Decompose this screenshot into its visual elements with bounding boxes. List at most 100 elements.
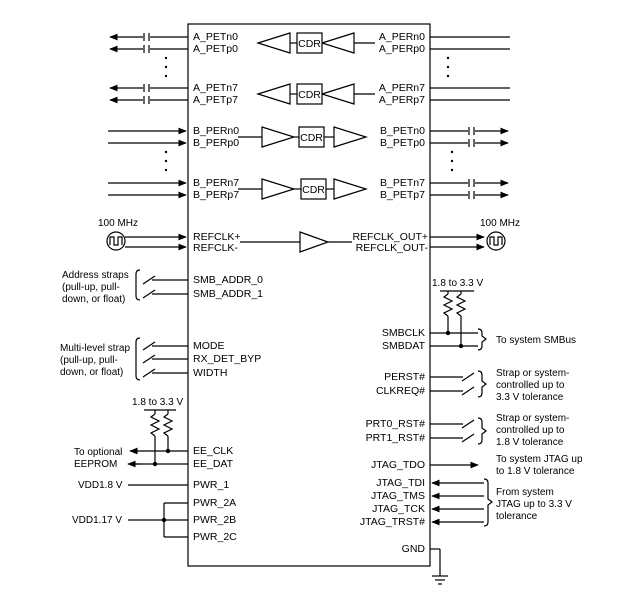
capacitor-icon	[143, 84, 150, 104]
pin-b-per-n7: B_PERn7	[193, 177, 239, 189]
pin-refclk-n: REFCLK-	[193, 242, 238, 254]
rst-tol-3: 1.8 V tolerance	[496, 437, 564, 448]
b-lane-7: CDR B_PERn7 B_PERp7 B_PETn7 B_PETp7	[108, 177, 509, 201]
vdd117-label: VDD1.17 V	[72, 515, 122, 526]
switch-icon	[142, 368, 156, 378]
pin-smb-addr-0: SMB_ADDR_0	[193, 274, 263, 286]
pin-perst: PERST#	[384, 371, 425, 383]
pin-width: WIDTH	[193, 367, 227, 379]
pin-b-pet-n7: B_PETn7	[380, 177, 425, 189]
a-lane-0: CDR A_PETn0 A_PETp0 A_PERn0 A_PERp0	[109, 31, 510, 55]
perst-tol-3: 3.3 V tolerance	[496, 392, 564, 403]
address-straps-label-2: (pull-up, pull-	[62, 282, 120, 293]
pin-rx-det-byp: RX_DET_BYP	[193, 353, 261, 365]
pin-a-per-n0: A_PERn0	[379, 31, 425, 43]
jtag-in-1: From system	[496, 487, 554, 498]
capacitor-icon	[468, 127, 475, 147]
pin-prt0-rst: PRT0_RST#	[366, 418, 425, 430]
smbus-interface: 1.8 to 3.3 V SMBCLK SMBDAT To system SMB…	[382, 278, 576, 352]
cdr-label: CDR	[300, 132, 323, 144]
pin-a-pet-n7: A_PETn7	[193, 82, 238, 94]
perst-tol-1: Strap or system-	[496, 368, 569, 379]
pin-smbclk: SMBCLK	[382, 327, 425, 339]
pin-b-pet-n0: B_PETn0	[380, 125, 425, 137]
pin-jtag-tdi: JTAG_TDI	[376, 477, 425, 489]
refclk-section: 100 MHz REFCLK+ REFCLK- REFCLK_OUT+ REFC…	[98, 218, 520, 254]
pin-refclk-p: REFCLK+	[193, 231, 241, 243]
pin-pwr-1: PWR_1	[193, 479, 229, 491]
switch-icon	[142, 341, 156, 351]
address-straps: Address straps (pull-up, pull- down, or …	[62, 269, 263, 305]
pin-refclk-out-n: REFCLK_OUT-	[356, 242, 429, 254]
smbus-label: To system SMBus	[496, 335, 576, 346]
eeprom-label-2: EEPROM	[74, 459, 117, 470]
switch-icon	[142, 275, 156, 285]
perst-clkreq: PERST# CLKREQ# Strap or system- controll…	[376, 368, 569, 403]
pin-smb-addr-1: SMB_ADDR_1	[193, 288, 263, 300]
pin-a-per-p7: A_PERp7	[379, 94, 425, 106]
pin-a-per-p0: A_PERp0	[379, 43, 425, 55]
eeprom-pullup-range: 1.8 to 3.3 V	[132, 397, 183, 408]
multi-level-strap-label-2: (pull-up, pull-	[60, 355, 118, 366]
pin-mode: MODE	[193, 340, 225, 352]
rst-tol-2: controlled up to	[496, 425, 565, 436]
resistor-icon	[442, 293, 454, 317]
switch-icon	[142, 354, 156, 364]
a-lane-ellipsis	[164, 56, 450, 78]
resistor-icon	[149, 413, 161, 437]
cdr-label: CDR	[302, 184, 325, 196]
pin-b-per-n0: B_PERn0	[193, 125, 239, 137]
capacitor-icon	[143, 33, 150, 53]
pin-gnd: GND	[402, 543, 426, 555]
pin-jtag-tdo: JTAG_TDO	[371, 459, 425, 471]
cdr-block	[296, 32, 323, 54]
pin-prt1-rst: PRT1_RST#	[366, 432, 425, 444]
multi-level-strap: Multi-level strap (pull-up, pull- down, …	[60, 337, 261, 381]
address-straps-label-3: down, or float)	[62, 294, 125, 305]
resistor-icon	[162, 413, 174, 437]
buffer-icon	[333, 178, 369, 200]
ground: GND	[402, 543, 448, 585]
pin-b-per-p0: B_PERp0	[193, 137, 239, 149]
device-body	[187, 23, 431, 567]
switch-icon	[461, 372, 475, 382]
smbus-pullup-range: 1.8 to 3.3 V	[432, 278, 483, 289]
pin-pwr-2c: PWR_2C	[193, 531, 237, 543]
b-lane-ellipsis	[164, 150, 454, 172]
pin-jtag-tck: JTAG_TCK	[372, 503, 425, 515]
pin-pwr-2a: PWR_2A	[193, 497, 236, 509]
a-lane-7: CDR A_PETn7 A_PETp7 A_PERn7 A_PERp7	[109, 82, 510, 106]
buffer-icon	[299, 231, 330, 253]
pin-a-pet-p7: A_PETp7	[193, 94, 238, 106]
switch-icon	[461, 433, 475, 443]
pin-clkreq: CLKREQ#	[376, 385, 425, 397]
pin-pwr-2b: PWR_2B	[193, 514, 236, 526]
jtag-out-2: to 1.8 V tolerance	[496, 466, 575, 477]
cdr-label: CDR	[298, 38, 321, 50]
pin-a-pet-n0: A_PETn0	[193, 31, 238, 43]
jtag-interface: JTAG_TDO To system JTAG up to 1.8 V tole…	[360, 454, 583, 528]
pin-b-pet-p7: B_PETp7	[380, 189, 425, 201]
clk-out-freq-label: 100 MHz	[480, 218, 520, 229]
multi-level-strap-label-1: Multi-level strap	[60, 343, 130, 354]
pin-jtag-tms: JTAG_TMS	[371, 490, 425, 502]
resistor-icon	[455, 293, 467, 317]
eeprom-label-1: To optional	[74, 447, 122, 458]
multi-level-strap-label-3: down, or float)	[60, 367, 123, 378]
eeprom-interface: 1.8 to 3.3 V To optional EEPROM EE_CLK E…	[74, 397, 234, 470]
vdd18-label: VDD1.8 V	[78, 480, 123, 491]
switch-icon	[142, 289, 156, 299]
pin-b-pet-p0: B_PETp0	[380, 137, 425, 149]
capacitor-icon	[468, 179, 475, 199]
address-straps-label-1: Address straps	[62, 270, 129, 281]
b-lane-0: CDR B_PERn0 B_PERp0 B_PETn0 B_PETp0	[108, 125, 509, 149]
pin-ee-clk: EE_CLK	[193, 445, 233, 457]
perst-tol-2: controlled up to	[496, 380, 565, 391]
cdr-label: CDR	[298, 89, 321, 101]
pin-refclk-out-p: REFCLK_OUT+	[352, 231, 428, 243]
switch-icon	[461, 419, 475, 429]
rst-tol-1: Strap or system-	[496, 413, 569, 424]
jtag-out-1: To system JTAG up	[496, 454, 583, 465]
pin-smbdat: SMBDAT	[382, 340, 426, 352]
pin-a-per-n7: A_PERn7	[379, 82, 425, 94]
